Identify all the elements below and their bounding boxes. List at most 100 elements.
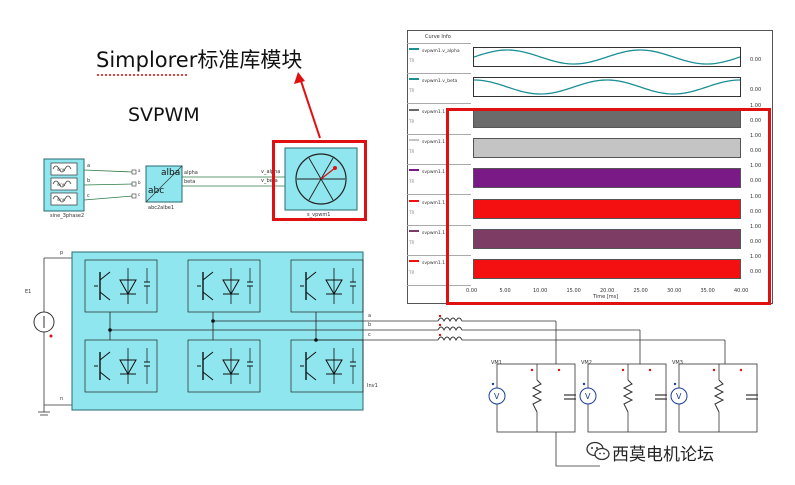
sine-icon [50,192,78,206]
y-tick-max: 1.00 [750,223,762,230]
load-label: VM1 [491,360,502,366]
plot-area[interactable] [473,77,741,98]
svpwm-schematic: a b c [43,147,358,212]
x-tick-label: 0.00 [466,288,478,294]
trace-color-swatch [409,199,419,202]
plot-area[interactable] [473,47,741,67]
load-label: VM2 [581,360,592,366]
wechat-logo-icon [586,441,610,461]
y-tick-max: 1.00 [750,193,762,200]
trace-tag: TR [409,118,415,124]
y-tick-min: 0.00 [750,57,762,63]
rc-load-icon[interactable]: V [488,363,576,433]
trace-tag: TR [409,239,415,245]
watermark-text: 西莫电机论坛 [612,445,714,465]
midpoint-wires [108,319,363,342]
clarke-in-port: c [138,192,141,197]
svg-text:V: V [676,392,682,401]
trace-color-swatch [409,78,419,81]
x-tick-label: 30.00 [667,288,682,294]
signal-wires [83,169,134,201]
port-a: a [87,163,90,169]
plot-area[interactable] [473,259,741,280]
igbt-switch-icon[interactable] [187,339,261,393]
plot-area[interactable] [473,168,741,189]
trace-tag: TR [409,209,415,215]
igbt-switch-icon[interactable] [290,259,364,313]
curve-info-panel [407,30,773,304]
x-axis-label: Time [ms] [593,294,619,300]
clarke-top-text: alba [161,168,181,178]
clarke-in-port: b [138,180,141,185]
spellcheck-underline [97,71,187,76]
svpwm-in-port: v_alpha [261,169,281,175]
plot-area[interactable] [473,228,741,249]
y-tick-min: 0.00 [750,147,762,154]
inductor-icon [437,317,463,342]
sine-source-label: sine [57,197,66,202]
phase-b-label: b [368,322,372,328]
trace-tag: TR [409,58,415,63]
trace-color-swatch [409,138,419,141]
igbt-switch-icon[interactable] [187,259,261,313]
y-tick-min: 0.00 [750,269,762,276]
curve-name: svpwm1.1 [422,200,446,206]
svg-text:V: V [494,392,500,401]
y-tick-max: 1.00 [750,102,762,109]
inverter-label: Inv1 [367,383,378,389]
plot-area[interactable] [473,137,741,158]
inverter-block[interactable] [71,251,364,411]
y-tick-min: 0.00 [750,117,762,124]
curve-name: svpwm1.1 [422,139,446,145]
clarke-out-port: beta [184,179,196,185]
trace-color-swatch [409,260,419,263]
trace-color-swatch [409,169,419,172]
phase-output-wires [363,320,726,364]
trace-color-swatch [409,48,419,50]
port-b: b [87,178,90,184]
dc-plus-label: p [60,250,64,256]
x-tick-label: 20.00 [600,288,615,294]
subtitle: SVPWM [128,104,200,126]
y-tick-max: 1.00 [750,163,762,170]
curve-name: svpwm1.1 [422,170,446,176]
y-tick-min: 0.00 [750,87,762,94]
clarke-out-port: alpha [184,170,198,176]
x-tick-label: 15.00 [566,288,581,294]
sine-icon [50,177,78,191]
curve-name: svpwm1.1 [422,230,446,236]
rc-load-icon[interactable]: V [579,363,667,433]
igbt-switch-icon[interactable] [290,339,364,393]
sine-trace [473,79,741,95]
x-tick-label: 40.00 [734,288,749,294]
curve-name: svpwm1.v_beta [422,79,458,85]
igbt-switch-icon[interactable] [84,339,158,393]
y-tick-max: 1.00 [750,132,762,139]
igbt-switch-icon[interactable] [84,259,158,313]
rc-load-icon[interactable]: V [670,363,758,433]
dc-source-icon[interactable] [33,311,55,338]
plot-area[interactable] [473,198,741,219]
highlight-svpwm [272,140,367,221]
y-tick-min: 0.00 [750,208,762,215]
trace-tag: TR [409,270,415,276]
curve-name: svpwm1.1 [422,261,446,267]
svg-text:V: V [585,392,591,401]
sine-block-label: sine_3phase2 [50,213,85,219]
trace-color-swatch [409,229,419,232]
signal-wires [182,176,285,187]
trace-tag: TR [409,148,415,154]
dc-minus-label: n [60,396,64,402]
clarke-in-port: a [138,168,141,173]
pointer-arrow [294,72,321,139]
phase-c-label: c [368,332,371,338]
